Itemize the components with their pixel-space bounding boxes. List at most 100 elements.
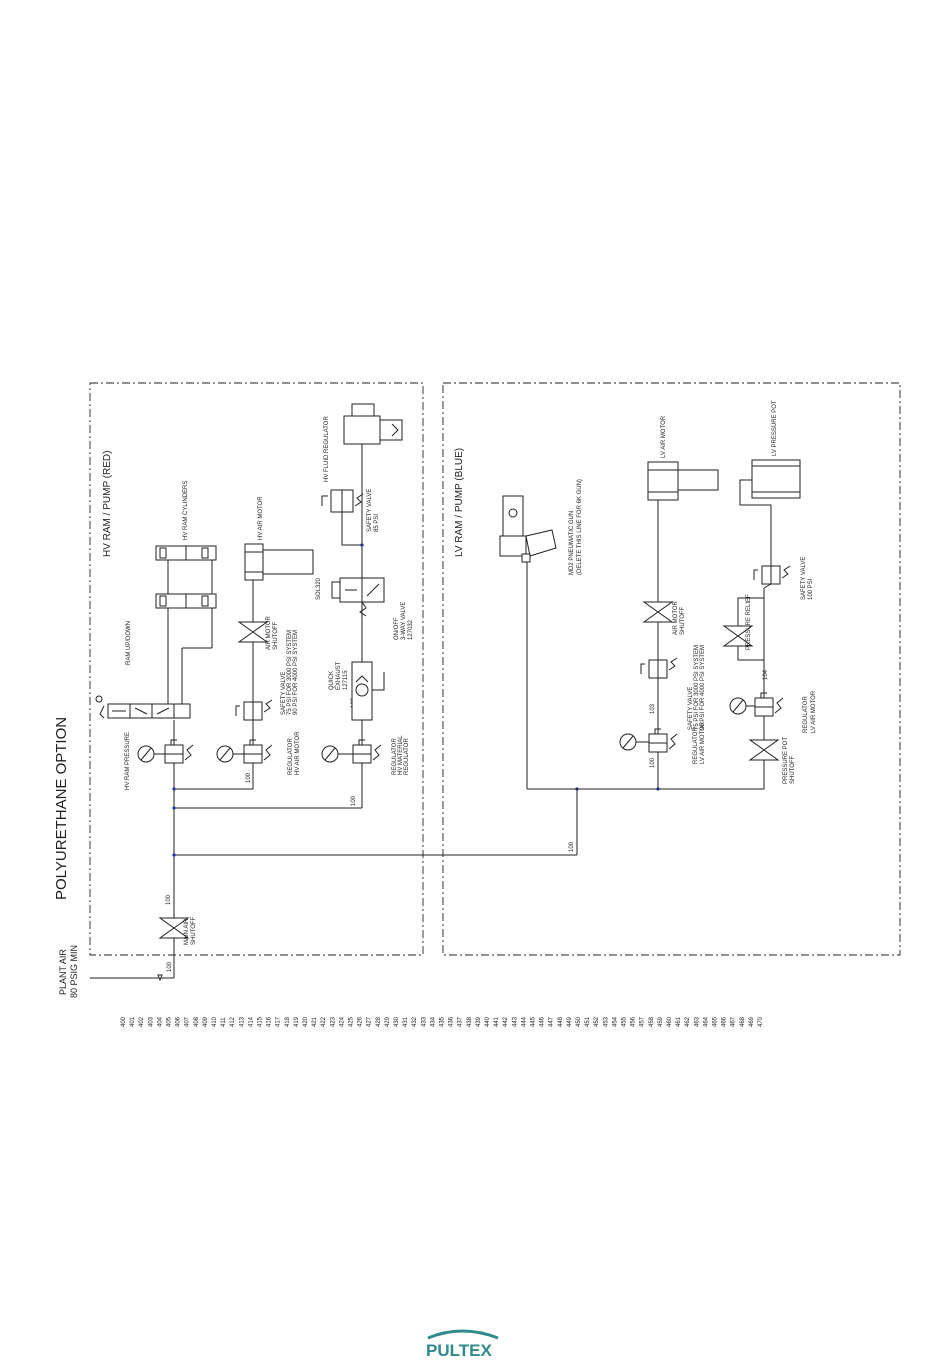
line-number: 426 (358, 1016, 364, 1027)
line-number: 455 (622, 1016, 628, 1027)
line-number: 443 (512, 1016, 518, 1027)
lv-air-motor-icon (647, 461, 719, 501)
md2-gun-label-2: (DELETE THIS LINE FOR 6K GUN) (577, 479, 583, 575)
line-number: 402 (139, 1016, 145, 1027)
hv-ram-cylinders-label: HV RAM CYLINDERS (183, 481, 189, 540)
regulator-lv-air-motor-label-1: REGULATOR (693, 727, 699, 764)
regulator-hv-air-motor-label-2: HV AIR MOTOR (295, 731, 301, 775)
lv-air-motor-label: LV AIR MOTOR (661, 415, 667, 458)
safety-valve-85-icon[interactable] (321, 489, 364, 513)
hv-section-frame (89, 382, 424, 956)
line-number: 452 (594, 1016, 600, 1027)
hv-air-motor-shutoff-label-1: AIR MOTOR (266, 615, 272, 650)
safety-valve-85-branch (341, 512, 362, 546)
hv-ram-pressure-regulator-icon[interactable] (164, 739, 194, 764)
line-number: 420 (303, 1016, 309, 1027)
line-number: 421 (312, 1016, 318, 1027)
hv-ram-cylinder-icon (155, 593, 217, 609)
hv-ram-pressure-gauge-icon (137, 745, 165, 763)
on-off-3-way-valve-icon[interactable] (331, 577, 385, 617)
hv-air-motor-label: HV AIR MOTOR (258, 496, 264, 540)
line-number: 405 (167, 1016, 173, 1027)
line-number: 422 (321, 1016, 327, 1027)
hv-safety-valve-icon[interactable] (235, 699, 273, 721)
sol320-label: SOL320 (316, 577, 322, 600)
line-number: 458 (649, 1016, 655, 1027)
regulator-hv-material-label-2: HV MATERIAL (398, 735, 404, 775)
pressure-pot-shutoff-label-1: PRESSURE POT (783, 737, 789, 784)
line-number: 409 (203, 1016, 209, 1027)
line-number: 412 (230, 1016, 236, 1027)
md2-gun-label-1: MD2 PNEUMATIC GUN (569, 511, 575, 575)
line-number: 461 (676, 1016, 682, 1027)
hv-air-motor-shutoff-valve-icon[interactable] (237, 621, 269, 643)
line-number: 428 (376, 1016, 382, 1027)
hv-fluid-regulator-label: HV FLUID REGULATOR (324, 416, 330, 482)
regulator-lv-air-motor-2-label-2: LV AIR MOTOR (811, 690, 817, 733)
pressure-relief-branch (737, 646, 764, 661)
lv-safety-valve-label-2: 75 PSI FOR 3000 PSI SYSTEM (694, 645, 700, 730)
line-number: 453 (603, 1016, 609, 1027)
regulator-lv-air-motor-2-icon[interactable] (754, 692, 784, 717)
main-air-label-1: MAIN AIR (184, 918, 190, 945)
line-number: 411 (221, 1017, 227, 1027)
lv-section-title: LV RAM / PUMP (BLUE) (454, 448, 465, 557)
pressure-relief-label: PRESSURE RELIEF (746, 594, 752, 650)
regulator-lv-air-motor-2-label-1: REGULATOR (803, 696, 809, 733)
plant-air-label: PLANT AIR (58, 949, 68, 995)
line-number: 415 (258, 1016, 264, 1027)
line-number: 451 (585, 1016, 591, 1027)
quick-exhaust-icon[interactable] (351, 661, 373, 721)
pipe-size-label: 104 (763, 669, 769, 680)
regulator-hv-air-motor-icon[interactable] (243, 739, 273, 764)
line-number: 423 (330, 1016, 336, 1027)
page-title: POLYURETHANE OPTION (53, 717, 70, 900)
quick-exhaust-label-2: EXHAUST (336, 661, 342, 690)
on-off-valve-label-3: 127032 (408, 619, 414, 640)
safety-valve-100-icon[interactable] (753, 565, 791, 585)
line-number: 454 (612, 1016, 618, 1027)
line-number: 436 (449, 1016, 455, 1027)
line-number: 413 (239, 1016, 245, 1027)
safety-100-link (763, 583, 772, 589)
line-number: 401 (130, 1016, 136, 1027)
line-number: 408 (194, 1016, 200, 1027)
line-number: 446 (540, 1016, 546, 1027)
line-number: 442 (503, 1016, 509, 1027)
line-number: 466 (722, 1016, 728, 1027)
logo-text: PULTEX (426, 1341, 492, 1360)
pressure-pot-shutoff-valve-icon[interactable] (748, 739, 780, 761)
line-number: 470 (758, 1016, 764, 1027)
line-number: 400 (121, 1016, 127, 1027)
hv-air-motor-shutoff-label-2: SHUTOFF (273, 621, 279, 650)
regulator-hv-material-label-1: REGULATOR (392, 738, 398, 775)
pultex-logo: PULTEX (426, 1329, 499, 1360)
lv-air-motor-shutoff-label-2: SHUTOFF (680, 606, 686, 635)
line-number: 403 (148, 1016, 154, 1027)
line-number: 437 (458, 1016, 464, 1027)
line-number: 439 (476, 1016, 482, 1027)
quick-exhaust-label-1: QUICK (329, 671, 335, 690)
ram-up-down-valve-icon[interactable] (95, 695, 191, 719)
line-number: 450 (576, 1016, 582, 1027)
lv-pressure-pot-icon (751, 459, 801, 499)
lv-safety-valve-icon[interactable] (640, 657, 678, 679)
lv-air-motor-shutoff-valve-icon[interactable] (642, 601, 674, 623)
line-number: 465 (713, 1016, 719, 1027)
regulator-hv-air-motor-label-1: REGULATOR (288, 738, 294, 775)
line-number: 457 (640, 1016, 646, 1027)
line-number: 447 (549, 1016, 555, 1027)
regulator-hv-material-label-3: REGULATOR (404, 738, 410, 775)
pipe-size-label: 100 (167, 961, 173, 972)
pipe-size-label: 100 (351, 795, 357, 806)
pipe-size-label: 100 (246, 772, 252, 783)
line-number: 440 (485, 1016, 491, 1027)
main-air-label-2: SHUTOFF (191, 916, 197, 945)
line-number: 448 (558, 1016, 564, 1027)
regulator-hv-material-icon[interactable] (352, 739, 382, 764)
lv-air-motor-gauge-icon (619, 733, 649, 751)
supply-arrow-icon (157, 974, 163, 982)
regulator-lv-air-motor-icon[interactable] (648, 728, 678, 753)
